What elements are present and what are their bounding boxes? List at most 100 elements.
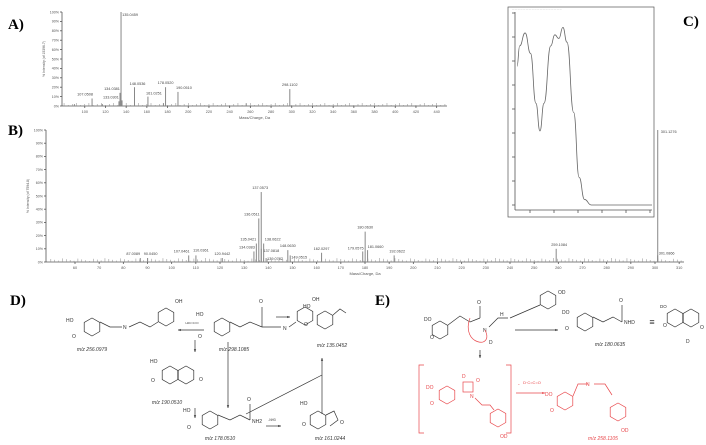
x-tick-label: 280 (268, 110, 274, 114)
x-tick-label: 70 (97, 266, 101, 270)
benzene-ring (177, 365, 195, 385)
y-tick-label: 30% (36, 221, 44, 225)
peak-label: 301.1276 (661, 130, 677, 134)
y-tick-label: 30% (52, 76, 60, 80)
atom-ho: HO (300, 401, 308, 407)
y-tick-label: 40% (36, 208, 44, 212)
atom-o-minus: O (663, 323, 667, 329)
cyclobutane-ring (462, 381, 474, 393)
peak-label: 301.0866 (659, 251, 675, 255)
atom-ho: HO (66, 318, 74, 324)
arrow-head-icon (193, 415, 197, 418)
x-tick-label: 400 (392, 110, 398, 114)
y-tick-label: 50% (52, 57, 60, 61)
neutral-loss-label: -NH3 (268, 418, 276, 422)
peak-label: 137.0818 (263, 249, 279, 253)
atom-o-minus: O (550, 408, 554, 414)
mz-label-135: m/z 135.0452 (317, 343, 348, 349)
benzene-ring (201, 410, 219, 430)
peak-label: 138.0622 (265, 238, 281, 242)
peak-label: 148.0630 (280, 244, 296, 248)
x-tick-label: 210 (434, 266, 440, 270)
x-tick-label: 140 (123, 110, 129, 114)
y-tick-label: 10% (36, 247, 44, 251)
benzene-ring (296, 306, 314, 326)
x-tick-label: 160 (144, 110, 150, 114)
mz-label-161: m/z 161.0244 (315, 436, 346, 442)
atom-o: O (700, 325, 704, 331)
atom-o: O (259, 299, 263, 305)
y-tick-label: 90% (36, 142, 44, 146)
x-tick-label: 200 (410, 266, 416, 270)
atom-ho: HO (303, 304, 311, 310)
bond (509, 304, 541, 319)
x-tick-label: 130 (241, 266, 247, 270)
atom-o-minus: O (565, 326, 569, 332)
benzene-ring (83, 317, 101, 337)
peak-label: 139.0782 (267, 257, 283, 261)
y-tick-label: 80% (36, 155, 44, 159)
panel-label-b: B) (8, 123, 23, 139)
peak-label: 135.0459 (122, 13, 138, 17)
bracket-left (418, 364, 424, 434)
atom-od: OD (500, 434, 508, 440)
x-tick-label: 310 (676, 266, 682, 270)
benzene-ring (309, 410, 327, 430)
neutral-loss-label: H2C=C=O (185, 321, 199, 325)
atom-ho: HO (183, 408, 191, 414)
arrow-head-icon (287, 315, 290, 319)
bond (325, 410, 339, 427)
bond (332, 308, 347, 316)
atom-o: O (247, 397, 251, 403)
x-tick-label: 340 (330, 110, 336, 114)
x-tick-label: 120 (217, 266, 223, 270)
atom-do: DO (426, 385, 434, 391)
atom-d: D (686, 339, 690, 345)
x-tick-label: 260 (555, 266, 561, 270)
peak-label: 161.0251 (146, 92, 162, 96)
peak-label: 107.0461 (174, 249, 190, 253)
atom-n: N (123, 325, 127, 331)
mz-label-258: m/z 258.1105 (588, 436, 618, 442)
atom-o-minus: O (151, 378, 155, 384)
bond (229, 321, 263, 328)
x-tick-label: 440 (433, 110, 439, 114)
x-tick-label: 420 (413, 110, 419, 114)
y-tick-label: 100% (50, 10, 60, 14)
benzene-ring (316, 310, 334, 330)
uv-header-text-decoration: — — — — — — — — — — — — — — — — — — (512, 9, 563, 11)
atom-oh: OH (175, 299, 183, 305)
atom-n: N (483, 328, 487, 334)
peak-label: 259.1084 (551, 243, 567, 247)
y-tick-label: 0% (54, 104, 60, 108)
electron-arrow-curve (467, 317, 488, 343)
peak-label: 107.0508 (77, 92, 93, 96)
peak-label: 298.1102 (282, 83, 298, 87)
equivalent-sign: ≡ (649, 317, 654, 327)
bond (217, 414, 251, 421)
reaction-line (245, 374, 323, 415)
arrow-head-icon (226, 405, 230, 408)
x-tick-label: 100 (82, 110, 88, 114)
panel-label-d: D) (10, 293, 26, 309)
benzene-ring (161, 365, 179, 385)
atom-o-minus: O (430, 401, 434, 407)
benzene-ring (556, 391, 574, 411)
atom-do: DO (562, 310, 570, 316)
peak-label: 162.0297 (314, 247, 330, 251)
peak-label: 181.0660 (368, 245, 384, 249)
x-tick-label: 270 (579, 266, 585, 270)
y-tick-label: 80% (52, 29, 60, 33)
x-tick-label: 180 (164, 110, 170, 114)
x-tick-label: 60 (73, 266, 77, 270)
bond (592, 316, 623, 323)
x-tick-label: 220 (206, 110, 212, 114)
atom-o: O (619, 298, 623, 304)
y-tick-label: 100% (34, 128, 44, 132)
x-tick-label: 240 (507, 266, 513, 270)
arrow-head-icon (178, 328, 181, 332)
benzene-ring (438, 385, 456, 405)
y-axis-label: % Intensity (of 15396.7) (42, 41, 46, 77)
